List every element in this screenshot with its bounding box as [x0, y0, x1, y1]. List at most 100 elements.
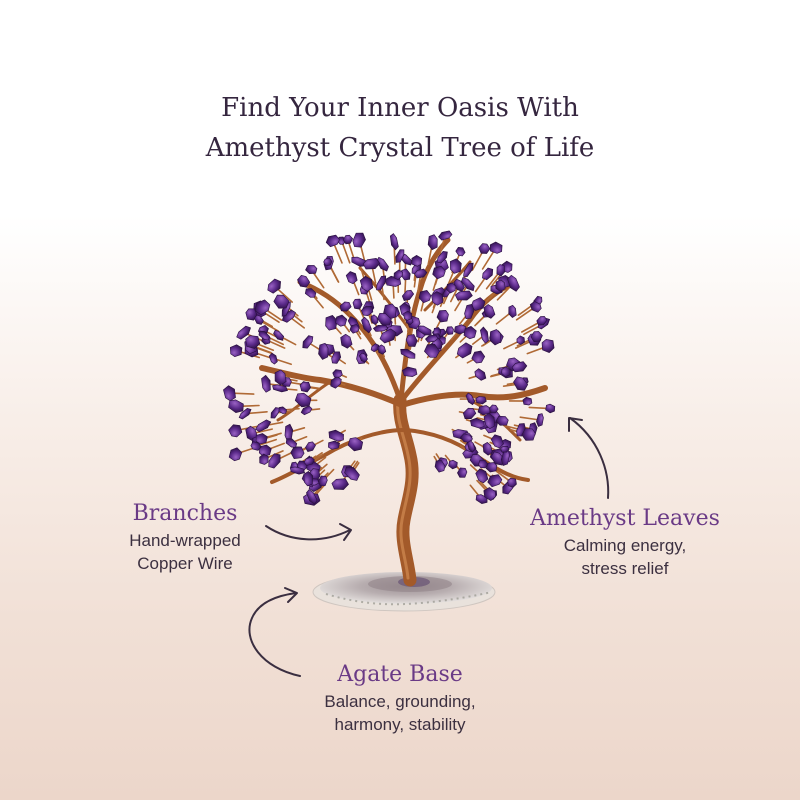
amethyst-chip	[303, 470, 314, 487]
amethyst-chip	[325, 315, 338, 331]
amethyst-chip	[432, 265, 446, 280]
callout-amethyst-leaves: Amethyst Leaves Calming energy, stress r…	[510, 504, 740, 580]
arrow-to-branches	[265, 523, 352, 541]
amethyst-chip	[417, 325, 432, 336]
amethyst-chip	[454, 290, 473, 301]
amethyst-chip	[490, 434, 504, 449]
amethyst-chip	[361, 316, 372, 334]
amethyst-chip	[480, 326, 489, 344]
amethyst-chip	[427, 234, 438, 251]
amethyst-chip	[255, 419, 272, 433]
amethyst-chip	[501, 366, 511, 378]
amethyst-chip	[401, 289, 415, 302]
amethyst-chip	[306, 489, 318, 505]
amethyst-chip	[464, 303, 475, 320]
amethyst-chip	[482, 441, 493, 456]
amethyst-chip	[261, 374, 271, 393]
callout-branches: Branches Hand-wrapped Copper Wire	[95, 499, 275, 575]
amethyst-chip	[400, 268, 411, 281]
amethyst-chip	[475, 468, 489, 484]
amethyst-chip	[328, 429, 344, 442]
amethyst-chip	[400, 348, 416, 359]
amethyst-chip	[424, 344, 440, 358]
amethyst-chip	[272, 384, 288, 393]
amethyst-chip	[238, 408, 252, 420]
amethyst-chip	[229, 344, 243, 358]
callout-leaves-desc-line-2: stress relief	[581, 559, 669, 578]
headline-line-2: Amethyst Crystal Tree of Life	[205, 133, 595, 163]
amethyst-chip	[401, 366, 418, 377]
amethyst-chip	[405, 334, 418, 347]
amethyst-chip	[431, 291, 444, 306]
amethyst-chip	[325, 234, 340, 248]
amethyst-chip	[345, 271, 358, 285]
callout-branches-desc-line-1: Hand-wrapped	[129, 531, 241, 550]
callout-base-desc-line-2: harmony, stability	[334, 715, 466, 734]
amethyst-chip	[299, 381, 311, 393]
amethyst-chip	[302, 335, 314, 349]
amethyst-chip	[488, 404, 499, 414]
callout-leaves-desc-line-1: Calming energy,	[563, 536, 687, 555]
amethyst-chip	[297, 275, 311, 288]
arrow-to-base	[248, 587, 301, 677]
amethyst-chip	[377, 344, 387, 355]
amethyst-chip	[370, 343, 380, 353]
amethyst-chip	[522, 396, 533, 406]
amethyst-chip	[482, 267, 494, 281]
amethyst-chip	[461, 276, 475, 292]
amethyst-chip	[267, 278, 281, 294]
amethyst-chip	[362, 257, 381, 270]
amethyst-chip	[475, 494, 488, 504]
amethyst-chip	[289, 466, 306, 475]
amethyst-chip	[389, 233, 399, 251]
amethyst-chip	[352, 232, 366, 248]
amethyst-chip	[507, 477, 517, 488]
amethyst-chip	[300, 405, 313, 416]
amethyst-chip	[342, 234, 354, 245]
callout-agate-base: Agate Base Balance, grounding, harmony, …	[290, 660, 510, 736]
amethyst-chip	[475, 396, 487, 405]
amethyst-chip	[273, 329, 285, 341]
callout-base-desc-line-1: Balance, grounding,	[324, 692, 476, 711]
amethyst-chip	[545, 403, 556, 414]
amethyst-chip	[489, 329, 502, 346]
amethyst-chip	[467, 440, 476, 453]
amethyst-chip	[228, 424, 243, 438]
amethyst-chip	[418, 290, 432, 304]
amethyst-chip	[478, 459, 489, 469]
amethyst-chip	[445, 326, 454, 335]
amethyst-chip	[436, 310, 449, 323]
amethyst-chip	[490, 451, 505, 466]
amethyst-chip	[258, 444, 272, 457]
amethyst-chip	[223, 385, 236, 402]
amethyst-chip	[495, 415, 509, 426]
amethyst-chip	[425, 334, 439, 343]
amethyst-chip	[529, 301, 542, 313]
amethyst-chip	[268, 352, 278, 365]
amethyst-chip	[332, 369, 343, 378]
branch-right-main	[399, 385, 548, 408]
amethyst-chip	[436, 251, 448, 264]
amethyst-chip	[304, 288, 317, 298]
amethyst-chip	[483, 304, 496, 319]
amethyst-chip	[456, 342, 473, 359]
amethyst-chip	[508, 304, 517, 318]
amethyst-chip	[521, 428, 536, 441]
amethyst-chip	[255, 433, 268, 445]
amethyst-chip	[513, 376, 529, 391]
amethyst-chip	[455, 246, 466, 257]
amethyst-chip	[305, 441, 316, 453]
copper-twig	[519, 416, 541, 421]
amethyst-chip	[318, 342, 329, 360]
amethyst-chip	[434, 460, 446, 473]
amethyst-chip	[352, 298, 363, 310]
amethyst-chip	[448, 459, 458, 470]
amethyst-chip	[541, 338, 555, 353]
amethyst-chip	[317, 475, 328, 487]
amethyst-chip	[414, 268, 428, 279]
branch-top-left	[358, 266, 412, 332]
amethyst-chip	[253, 314, 264, 325]
